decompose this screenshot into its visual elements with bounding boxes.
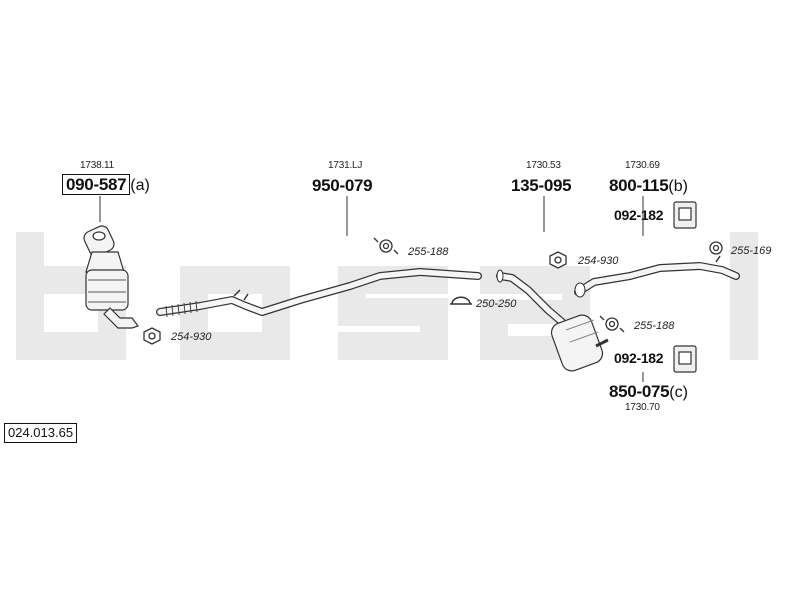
component-ref-1730-70: 1730.70 <box>625 402 660 413</box>
diagram-number: 024.013.65 <box>4 423 78 443</box>
component-part-135-095: 135-095 <box>511 176 572 195</box>
component-part-850-075: 850-075(c) <box>609 382 688 401</box>
accessory-code-254-930-rear: 254-930 <box>578 255 619 267</box>
component-ref-1730-69: 1730.69 <box>625 160 660 171</box>
rear-pipe-drawing <box>574 255 740 298</box>
lower-hanger-drawing <box>673 345 697 373</box>
part-suffix: (a) <box>130 177 150 194</box>
component-ref-1731-lj: 1731.LJ <box>328 160 363 171</box>
rubber-mount-icon-3 <box>599 315 625 333</box>
clamp-icon <box>450 296 472 305</box>
part-number-box: 090-587 <box>62 174 131 195</box>
hanger-label-lower: 092-182 <box>614 350 664 366</box>
gasket-icon-2 <box>549 251 567 269</box>
catalytic-converter-drawing <box>83 225 139 329</box>
leader-lines <box>99 196 644 382</box>
accessory-code-255-188-front: 255-188 <box>408 246 449 258</box>
middle-silencer-drawing <box>496 269 609 372</box>
front-pipe-drawing <box>156 268 482 318</box>
component-ref-1730-53: 1730.53 <box>526 160 561 171</box>
component-part-950-079: 950-079 <box>312 176 373 195</box>
accessory-code-255-188-rear: 255-188 <box>634 320 675 332</box>
gasket-icon-1 <box>143 327 161 345</box>
accessory-code-255-169: 255-169 <box>731 245 772 257</box>
hanger-label-upper: 092-182 <box>614 207 664 223</box>
rubber-mount-icon-1 <box>373 237 399 255</box>
upper-hanger-drawing <box>673 201 697 229</box>
component-part-800-115: 800-115(b) <box>609 176 688 195</box>
component-ref-1738-11: 1738.11 <box>80 160 115 171</box>
accessory-code-254-930-front: 254-930 <box>171 331 212 343</box>
rubber-mount-icon-2 <box>709 241 723 255</box>
accessory-code-250-250: 250-250 <box>476 298 517 310</box>
component-part-090-587: 090-587(a) <box>62 174 150 195</box>
